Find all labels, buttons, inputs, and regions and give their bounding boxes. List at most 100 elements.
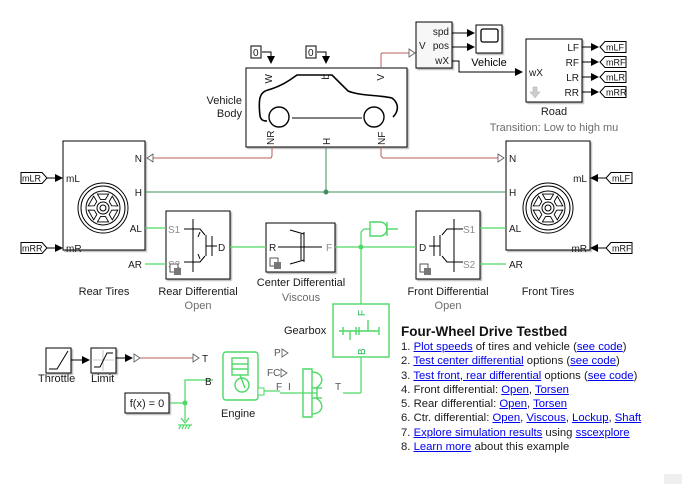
panel-link[interactable]: sscexplore (575, 426, 630, 439)
panel-item: 8. Learn more about this example (401, 440, 681, 454)
road-block[interactable]: wX LF RF LR RR (525, 38, 583, 103)
ground-icon (178, 417, 192, 430)
svg-text:H: H (135, 188, 142, 199)
vehicle-body-block[interactable]: W b V NR H NF (245, 67, 408, 148)
svg-text:mLR: mLR (22, 174, 42, 184)
svg-text:wX: wX (528, 68, 543, 79)
svg-text:mRF: mRF (612, 244, 632, 254)
from-tag-mLF[interactable]: mLF (605, 172, 633, 184)
panel-text: using (542, 426, 576, 439)
scope-block[interactable] (475, 24, 503, 54)
svg-text:T: T (202, 354, 208, 365)
panel-link[interactable]: see code (570, 355, 616, 368)
center-differential-block[interactable]: R F (265, 222, 336, 273)
panel-link[interactable]: Open (499, 398, 528, 411)
panel-link[interactable]: Open (501, 383, 529, 396)
panel-link[interactable]: Lockup (572, 412, 609, 425)
svg-text:N: N (509, 154, 516, 165)
panel-link[interactable]: Explore simulation results (413, 426, 543, 439)
solver-configuration-block[interactable]: f(x) = 0 (124, 392, 170, 414)
front-differential-block[interactable]: S1 S2 D (415, 210, 481, 280)
torque-converter-block[interactable] (302, 368, 323, 418)
inertia-block[interactable] (369, 221, 398, 237)
svg-text:AR: AR (128, 260, 142, 271)
gearbox-block[interactable]: F B (332, 303, 390, 358)
rear-differential-block[interactable]: S1 S2 D (165, 210, 231, 280)
panel-item: 5. Rear differential: Open, Torsen (401, 397, 681, 411)
panel-link[interactable]: Test center differential (413, 355, 524, 368)
rear-tires-block[interactable]: N mL H AL mR AR (62, 140, 146, 271)
panel-item: 4. Front differential: Open, Torsen (401, 383, 681, 397)
constant-w-block[interactable]: 0 (250, 45, 275, 64)
front-differential-label: Front Differential (407, 286, 489, 298)
from-tag-mRF[interactable]: mRF (605, 242, 633, 254)
panel-text: Front differential: (413, 383, 502, 396)
front-tires-block[interactable]: N mL H AL mR AR (505, 140, 591, 271)
panel-link[interactable]: Torsen (533, 398, 568, 411)
piston-icon (231, 357, 250, 393)
road-sublabel: Transition: Low to high mu (489, 122, 619, 134)
svg-text:H: H (509, 188, 516, 199)
throttle-block[interactable] (45, 347, 72, 374)
scope-label: Vehicle (471, 57, 506, 69)
car-icon (258, 74, 399, 118)
item-number: 7. (401, 426, 414, 439)
goto-tag-mLF[interactable]: mLF (599, 41, 627, 53)
item-number: 2. (401, 355, 414, 368)
goto-tag-mRR[interactable]: mRR (599, 86, 627, 98)
svg-text:mRR: mRR (606, 88, 627, 98)
differential-icon (429, 219, 463, 272)
svg-text:f(x) = 0: f(x) = 0 (130, 398, 165, 410)
constant-b-block[interactable]: 0 (305, 45, 330, 64)
svg-text:R: R (269, 243, 276, 254)
scope-icon (480, 28, 499, 43)
gear-icon (339, 320, 380, 340)
rear-differential-label: Rear Differential (158, 286, 238, 298)
from-tag-mLR[interactable]: mLR (20, 172, 48, 184)
panel-link[interactable]: see code (576, 341, 623, 353)
vehicle-sensor-block[interactable]: V spd pos wX (415, 21, 453, 69)
panel-link[interactable]: Open (492, 412, 521, 425)
svg-text:B: B (357, 348, 368, 355)
svg-text:LF: LF (567, 43, 579, 54)
port-b: b (321, 74, 332, 80)
svg-text:RF: RF (566, 58, 579, 69)
panel-text: about this example (471, 441, 570, 454)
port-H: H (322, 138, 333, 145)
port-W: W (264, 73, 275, 83)
panel-link[interactable]: Test front, rear differential (413, 369, 542, 382)
center-differential-label: Center Differential (256, 277, 346, 289)
svg-text:F: F (326, 243, 332, 254)
panel-link[interactable]: see code (587, 369, 634, 382)
engine-block[interactable] (222, 351, 265, 401)
driveline-wires (145, 227, 506, 421)
svg-text:S1: S1 (463, 225, 476, 236)
panel-link[interactable]: Viscous (526, 412, 566, 425)
svg-text:N: N (135, 154, 142, 165)
from-tag-mRR[interactable]: mRR (20, 242, 48, 254)
goto-tag-mRF[interactable]: mRF (599, 56, 627, 68)
limit-block[interactable] (90, 347, 117, 374)
goto-tag-mLR[interactable]: mLR (599, 71, 627, 83)
viscous-coupling-icon (278, 229, 322, 265)
gearbox-label: Gearbox (284, 325, 327, 337)
svg-text:I: I (288, 382, 291, 393)
svg-text:AL: AL (130, 224, 143, 235)
panel-link[interactable]: Torsen (534, 383, 569, 396)
svg-text:S1: S1 (168, 225, 181, 236)
port-V: V (376, 74, 387, 81)
saturation-icon (94, 352, 113, 368)
panel-text: , (527, 398, 534, 411)
svg-text:mR: mR (571, 244, 587, 255)
panel-link[interactable]: Learn more (413, 441, 472, 454)
scrollbar-thumb[interactable] (664, 474, 682, 484)
panel-text: options ( (523, 355, 571, 368)
wire-velocity (380, 52, 409, 68)
road-label: Road (540, 106, 568, 118)
panel-link[interactable]: Shaft (614, 412, 642, 425)
port-NF: NF (377, 132, 388, 145)
ramp-icon (49, 350, 69, 370)
panel-link[interactable]: Plot speeds (413, 341, 473, 353)
engine-label: Engine (221, 408, 256, 420)
